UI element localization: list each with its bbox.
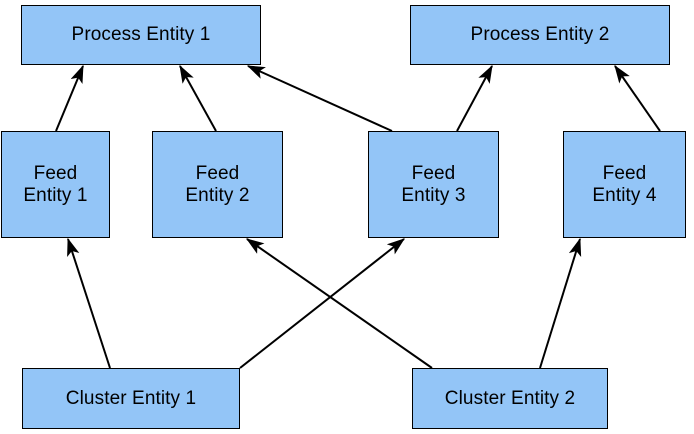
node-process-entity-1[interactable]: Process Entity 1	[21, 5, 261, 65]
node-label-feed-entity-3: Feed Entity 3	[401, 162, 466, 206]
node-label-feed-entity-2: Feed Entity 2	[185, 162, 250, 206]
node-cluster-entity-2[interactable]: Cluster Entity 2	[412, 368, 608, 429]
node-cluster-entity-1[interactable]: Cluster Entity 1	[22, 368, 240, 429]
edge-feed3-to-process1	[246, 65, 393, 132]
edge-feed4-to-process2	[614, 65, 661, 132]
edge-cluster1-to-feed1	[67, 237, 111, 369]
node-label-feed-entity-1: Feed Entity 1	[23, 162, 88, 206]
node-feed-entity-4[interactable]: Feed Entity 4	[563, 131, 686, 238]
edge-cluster2-to-feed4	[539, 237, 582, 369]
node-feed-entity-2[interactable]: Feed Entity 2	[152, 131, 283, 238]
node-label-process-entity-2: Process Entity 2	[470, 24, 610, 45]
node-feed-entity-1[interactable]: Feed Entity 1	[1, 131, 110, 238]
node-process-entity-2[interactable]: Process Entity 2	[410, 5, 670, 65]
edges-group	[55, 64, 661, 369]
edge-cluster2-to-feed2	[246, 238, 433, 369]
node-label-feed-entity-4: Feed Entity 4	[592, 162, 657, 206]
edge-feed3-to-process2	[456, 64, 493, 132]
edge-feed1-to-process1	[55, 64, 84, 132]
edge-cluster1-to-feed3	[239, 238, 405, 369]
edge-feed2-to-process1	[179, 64, 217, 132]
node-label-cluster-entity-1: Cluster Entity 1	[65, 387, 197, 409]
node-feed-entity-3[interactable]: Feed Entity 3	[368, 131, 499, 238]
node-label-cluster-entity-2: Cluster Entity 2	[444, 387, 576, 409]
node-label-process-entity-1: Process Entity 1	[71, 24, 211, 45]
